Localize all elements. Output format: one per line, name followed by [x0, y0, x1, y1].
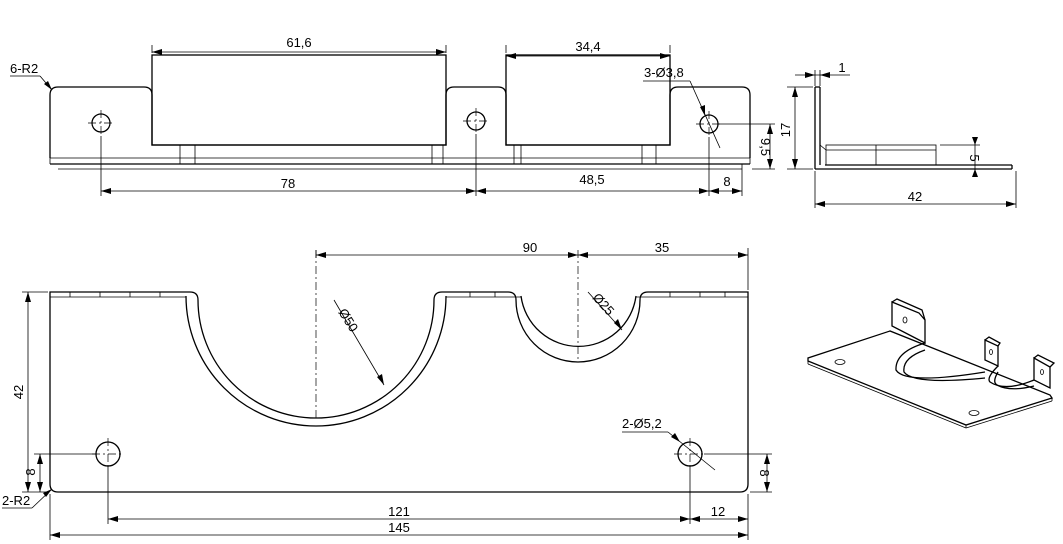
- note-2-r2: 2-R2: [2, 493, 30, 508]
- dim-42-side: 42: [908, 189, 922, 204]
- dia-25: Ø25: [590, 290, 618, 318]
- dim-42-top: 42: [11, 385, 26, 399]
- dim-35: 35: [655, 240, 669, 255]
- dim-8-left: 8: [23, 468, 38, 475]
- top-view: 90 35 Ø50 Ø25 2-Ø5,2 42 8 8: [2, 240, 772, 540]
- dim-12: 12: [711, 504, 725, 519]
- dim-78: 78: [281, 176, 295, 191]
- note-3-holes: 3-Ø3,8: [644, 65, 684, 80]
- isometric-view: [807, 298, 1056, 429]
- dia-50: Ø50: [335, 306, 361, 335]
- dim-90: 90: [523, 240, 537, 255]
- dim-9-5: 9,5: [758, 138, 773, 156]
- top-plate-outline: [49, 291, 749, 493]
- dim-17: 17: [778, 123, 793, 137]
- front-base-plate: [49, 86, 751, 158]
- front-wall-left: [151, 54, 447, 146]
- dim-8-front: 8: [723, 174, 730, 189]
- note-6-r2: 6-R2: [10, 61, 38, 76]
- dim-121: 121: [388, 504, 410, 519]
- dim-5: 5: [967, 154, 982, 161]
- side-view: 1 42 5: [787, 60, 1017, 208]
- dim-8-right: 8: [757, 469, 772, 476]
- dim-145: 145: [388, 520, 410, 535]
- front-view: 61,6 34,4 6-R2 3-Ø3,8 78 48,5 8: [10, 35, 793, 196]
- dim-34-4: 34,4: [575, 39, 600, 54]
- dim-61-6: 61,6: [286, 35, 311, 50]
- note-2-holes: 2-Ø5,2: [622, 416, 662, 431]
- front-wall-right: [505, 54, 671, 146]
- dim-48-5: 48,5: [579, 172, 604, 187]
- dim-1: 1: [838, 60, 845, 75]
